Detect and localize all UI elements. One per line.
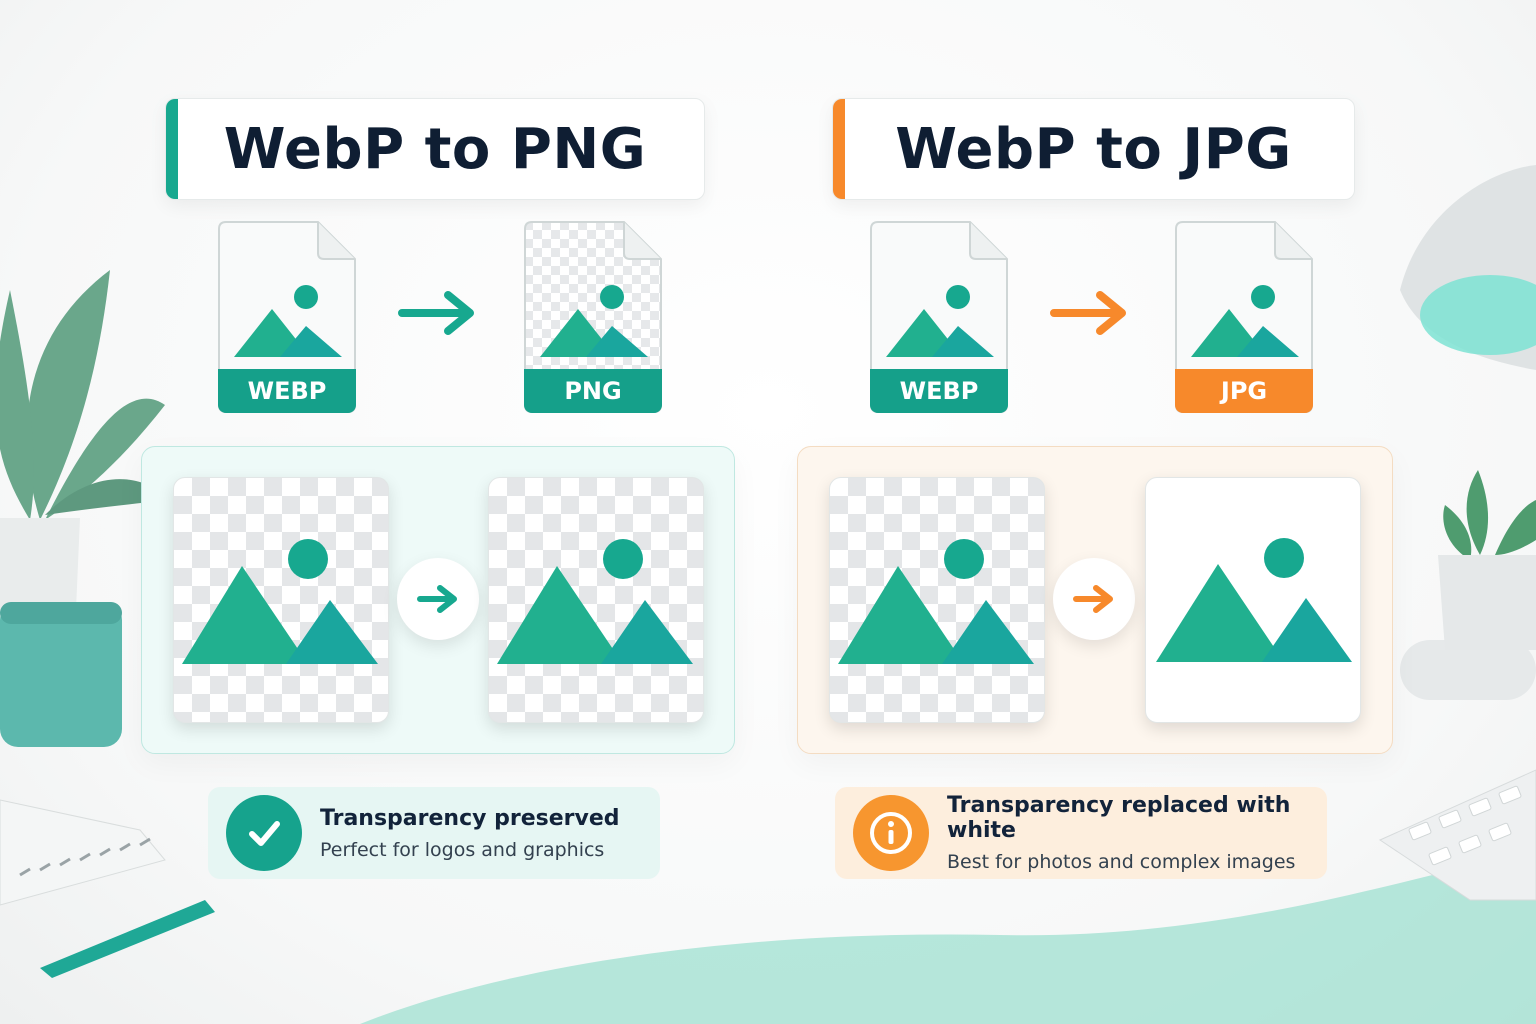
- arrow-right-icon: [417, 585, 457, 613]
- title-accent-bar: [833, 99, 845, 199]
- png-title-card: WebP to PNG: [165, 98, 705, 200]
- page-title-jpg: WebP to JPG: [895, 116, 1292, 182]
- title-accent-bar: [166, 99, 178, 199]
- arrow-right-icon: [1050, 291, 1126, 335]
- jpg-result-image: [1145, 477, 1361, 723]
- webp-file-icon: WEBP: [870, 221, 1008, 413]
- note-title: Transparency preserved: [320, 805, 620, 831]
- png-note: Transparency preserved Perfect for logos…: [208, 787, 660, 879]
- note-title: Transparency replaced with white: [947, 793, 1291, 843]
- arrow-right-icon: [1073, 585, 1113, 613]
- png-file-icon: PNG: [524, 221, 662, 413]
- jpg-title-card: WebP to JPG: [832, 98, 1355, 200]
- source-image-transparent: [829, 477, 1045, 723]
- file-label-webp: WEBP: [218, 369, 356, 413]
- convert-arrow: [1053, 558, 1135, 640]
- checkmark-icon: [226, 795, 302, 871]
- info-icon: [853, 795, 929, 871]
- jpg-note: Transparency replaced with white Best fo…: [835, 787, 1327, 879]
- note-subtitle: Best for photos and complex images: [947, 851, 1296, 873]
- convert-arrow: [397, 558, 479, 640]
- file-label-png: PNG: [524, 369, 662, 413]
- png-compare-panel: [141, 446, 735, 754]
- jpg-compare-panel: [797, 446, 1393, 754]
- file-label-webp: WEBP: [870, 369, 1008, 413]
- png-result-image: [488, 477, 704, 723]
- note-subtitle: Perfect for logos and graphics: [320, 838, 605, 861]
- jpg-file-icon: JPG: [1175, 221, 1313, 413]
- page-title-png: WebP to PNG: [223, 116, 647, 182]
- file-label-jpg: JPG: [1175, 369, 1313, 413]
- arrow-right-icon: [398, 291, 474, 335]
- webp-file-icon: WEBP: [218, 221, 356, 413]
- source-image-transparent: [173, 477, 389, 723]
